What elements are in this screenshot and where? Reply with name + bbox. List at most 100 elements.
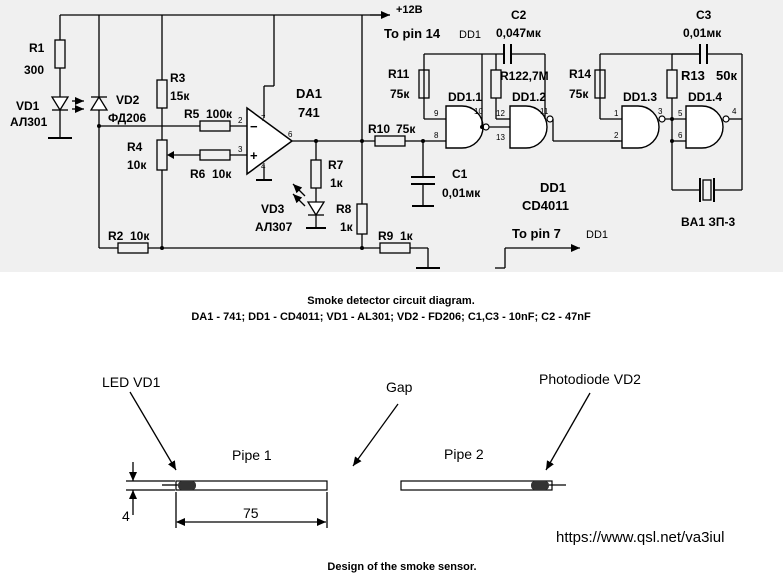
gate-dd1-4-label: DD1.4	[688, 90, 722, 104]
r13-name: R13	[681, 68, 705, 83]
r7-name: R7	[328, 158, 344, 172]
r3-value: 15к	[170, 89, 190, 103]
r14-value: 75к	[569, 87, 589, 101]
resistor-r5	[199, 120, 231, 132]
caption-sensor: Design of the smoke sensor.	[327, 561, 476, 573]
c1-value: 0,01мк	[442, 186, 481, 200]
r3-name: R3	[170, 71, 186, 85]
r2-value: 10к	[130, 229, 150, 243]
gate-dd1-1	[445, 105, 484, 149]
pipe1-label: Pipe 1	[232, 447, 272, 463]
r6-value: 10к	[212, 167, 232, 181]
gate-dd1-3-label: DD1.3	[623, 90, 657, 104]
gate-dd1-2	[509, 105, 548, 149]
svg-text:5: 5	[678, 109, 683, 118]
vd2-name: VD2	[116, 93, 140, 107]
resistor-r10	[374, 135, 406, 147]
resistor-r1	[54, 39, 66, 69]
pin14-chip: DD1	[459, 29, 481, 41]
svg-text:11: 11	[540, 107, 549, 116]
r2-name: R2	[108, 229, 124, 243]
vd1-name: VD1	[16, 99, 40, 113]
resistor-r2	[117, 242, 149, 254]
svg-text:+: +	[250, 148, 258, 163]
svg-text:2: 2	[614, 131, 619, 140]
r4-value: 10к	[127, 158, 147, 172]
vd3-name: VD3	[261, 202, 285, 216]
pipe2-label: Pipe 2	[444, 446, 484, 462]
led-vd1	[50, 96, 70, 112]
resistor-r11	[418, 69, 430, 99]
r10-name: R10	[368, 122, 390, 136]
r9-name: R9	[378, 229, 394, 243]
c3-name: C3	[696, 8, 712, 22]
length-dim: 75	[243, 505, 259, 521]
gate-dd1-4	[685, 105, 724, 149]
led-vd1-body	[178, 481, 196, 490]
r8-name: R8	[336, 202, 352, 216]
svg-text:8: 8	[434, 131, 439, 140]
photodiode-vd2-body	[531, 481, 549, 490]
svg-text:10: 10	[474, 107, 483, 116]
svg-text:3: 3	[658, 107, 663, 116]
svg-text:7: 7	[261, 114, 266, 123]
dd1-name: DD1	[540, 180, 566, 195]
svg-text:3: 3	[238, 145, 243, 154]
r12-name: R12	[500, 69, 522, 83]
r8-value: 1к	[340, 220, 354, 234]
c3-value: 0,01мк	[683, 26, 722, 40]
caption-title: Smoke detector circuit diagram.	[307, 295, 475, 307]
caption-detail: DA1 - 741; DD1 - CD4011; VD1 - AL301; VD…	[191, 311, 591, 323]
svg-text:2: 2	[238, 116, 243, 125]
da1-type: 741	[298, 105, 320, 120]
gate-dd1-1-label: DD1.1	[448, 90, 482, 104]
svg-text:9: 9	[434, 109, 439, 118]
source-url: https://www.qsl.net/va3iul	[556, 529, 724, 546]
potentiometer-r4	[156, 139, 168, 171]
gate-dd1-3	[621, 105, 660, 149]
supply-label: +12B	[396, 4, 423, 16]
opamp-da1	[246, 106, 294, 176]
led-vd3	[306, 201, 326, 217]
svg-text:4: 4	[732, 107, 737, 116]
pipe-2	[400, 480, 553, 491]
c1-name: C1	[452, 167, 468, 181]
resistor-r6	[199, 149, 231, 161]
pin7-chip: DD1	[586, 229, 608, 241]
c2-name: C2	[511, 8, 527, 22]
r1-value: 300	[24, 63, 44, 77]
r9-value: 1к	[400, 229, 414, 243]
vd3-type: АЛ307	[255, 220, 293, 234]
vd2-type: ФД206	[108, 111, 147, 125]
svg-text:−: −	[250, 119, 258, 134]
svg-text:1: 1	[614, 109, 619, 118]
resistor-r3	[156, 79, 168, 109]
diameter-dim: 4	[122, 508, 130, 524]
r1-name: R1	[29, 41, 45, 55]
resistor-r13	[666, 69, 678, 99]
r4-name: R4	[127, 140, 143, 154]
r10-value: 75к	[396, 122, 416, 136]
r7-value: 1к	[330, 176, 344, 190]
gate-dd1-2-label: DD1.2	[512, 90, 546, 104]
r5-name: R5	[184, 107, 200, 121]
resistor-r8	[356, 203, 368, 235]
r12-value: 2,7М	[522, 69, 549, 83]
led-label: LED VD1	[102, 374, 161, 390]
r11-value: 75к	[390, 87, 410, 101]
svg-text:12: 12	[496, 109, 505, 118]
dd1-type: CD4011	[522, 198, 569, 213]
resistor-r7	[310, 159, 322, 189]
r14-name: R14	[569, 67, 591, 81]
c2-value: 0,047мк	[496, 26, 542, 40]
svg-text:6: 6	[678, 131, 683, 140]
r13-value: 50к	[716, 68, 737, 83]
photodiode-label: Photodiode VD2	[539, 371, 641, 387]
schematic: +12B R1 300 VD1 АЛ301 VD2 ФД2	[10, 4, 743, 269]
pipe-1	[175, 480, 328, 491]
svg-text:6: 6	[288, 130, 293, 139]
da1-name: DA1	[296, 86, 322, 101]
r5-value: 100к	[206, 107, 233, 121]
